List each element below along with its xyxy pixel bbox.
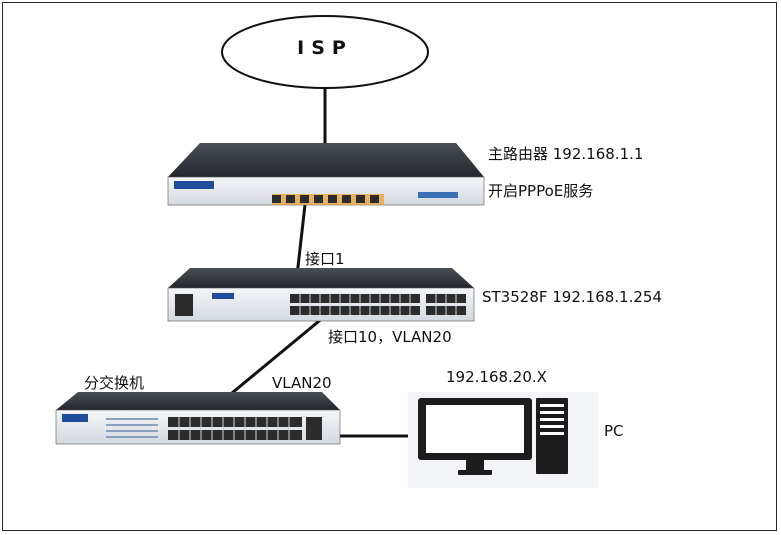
router-icon <box>167 143 485 206</box>
branch-switch-title: 分交换机 <box>84 374 145 392</box>
pc-tower-icon <box>536 398 568 474</box>
core-uplink-label: 接口10，VLAN20 <box>328 328 452 346</box>
router-title: 主路由器 192.168.1.1 <box>488 145 644 163</box>
core-switch-title: ST3528F 192.168.1.254 <box>482 288 662 306</box>
switch-icon <box>167 268 475 322</box>
isp-label: ISP <box>297 37 353 59</box>
switch-icon <box>55 392 341 445</box>
monitor-icon <box>418 398 532 475</box>
router-feature: 开启PPPoE服务 <box>488 182 594 200</box>
pc-label: PC <box>604 422 624 440</box>
branch-vlan-label: VLAN20 <box>272 374 332 392</box>
pc-ip-label: 192.168.20.X <box>446 368 547 386</box>
core-port-label: 接口1 <box>305 250 345 268</box>
